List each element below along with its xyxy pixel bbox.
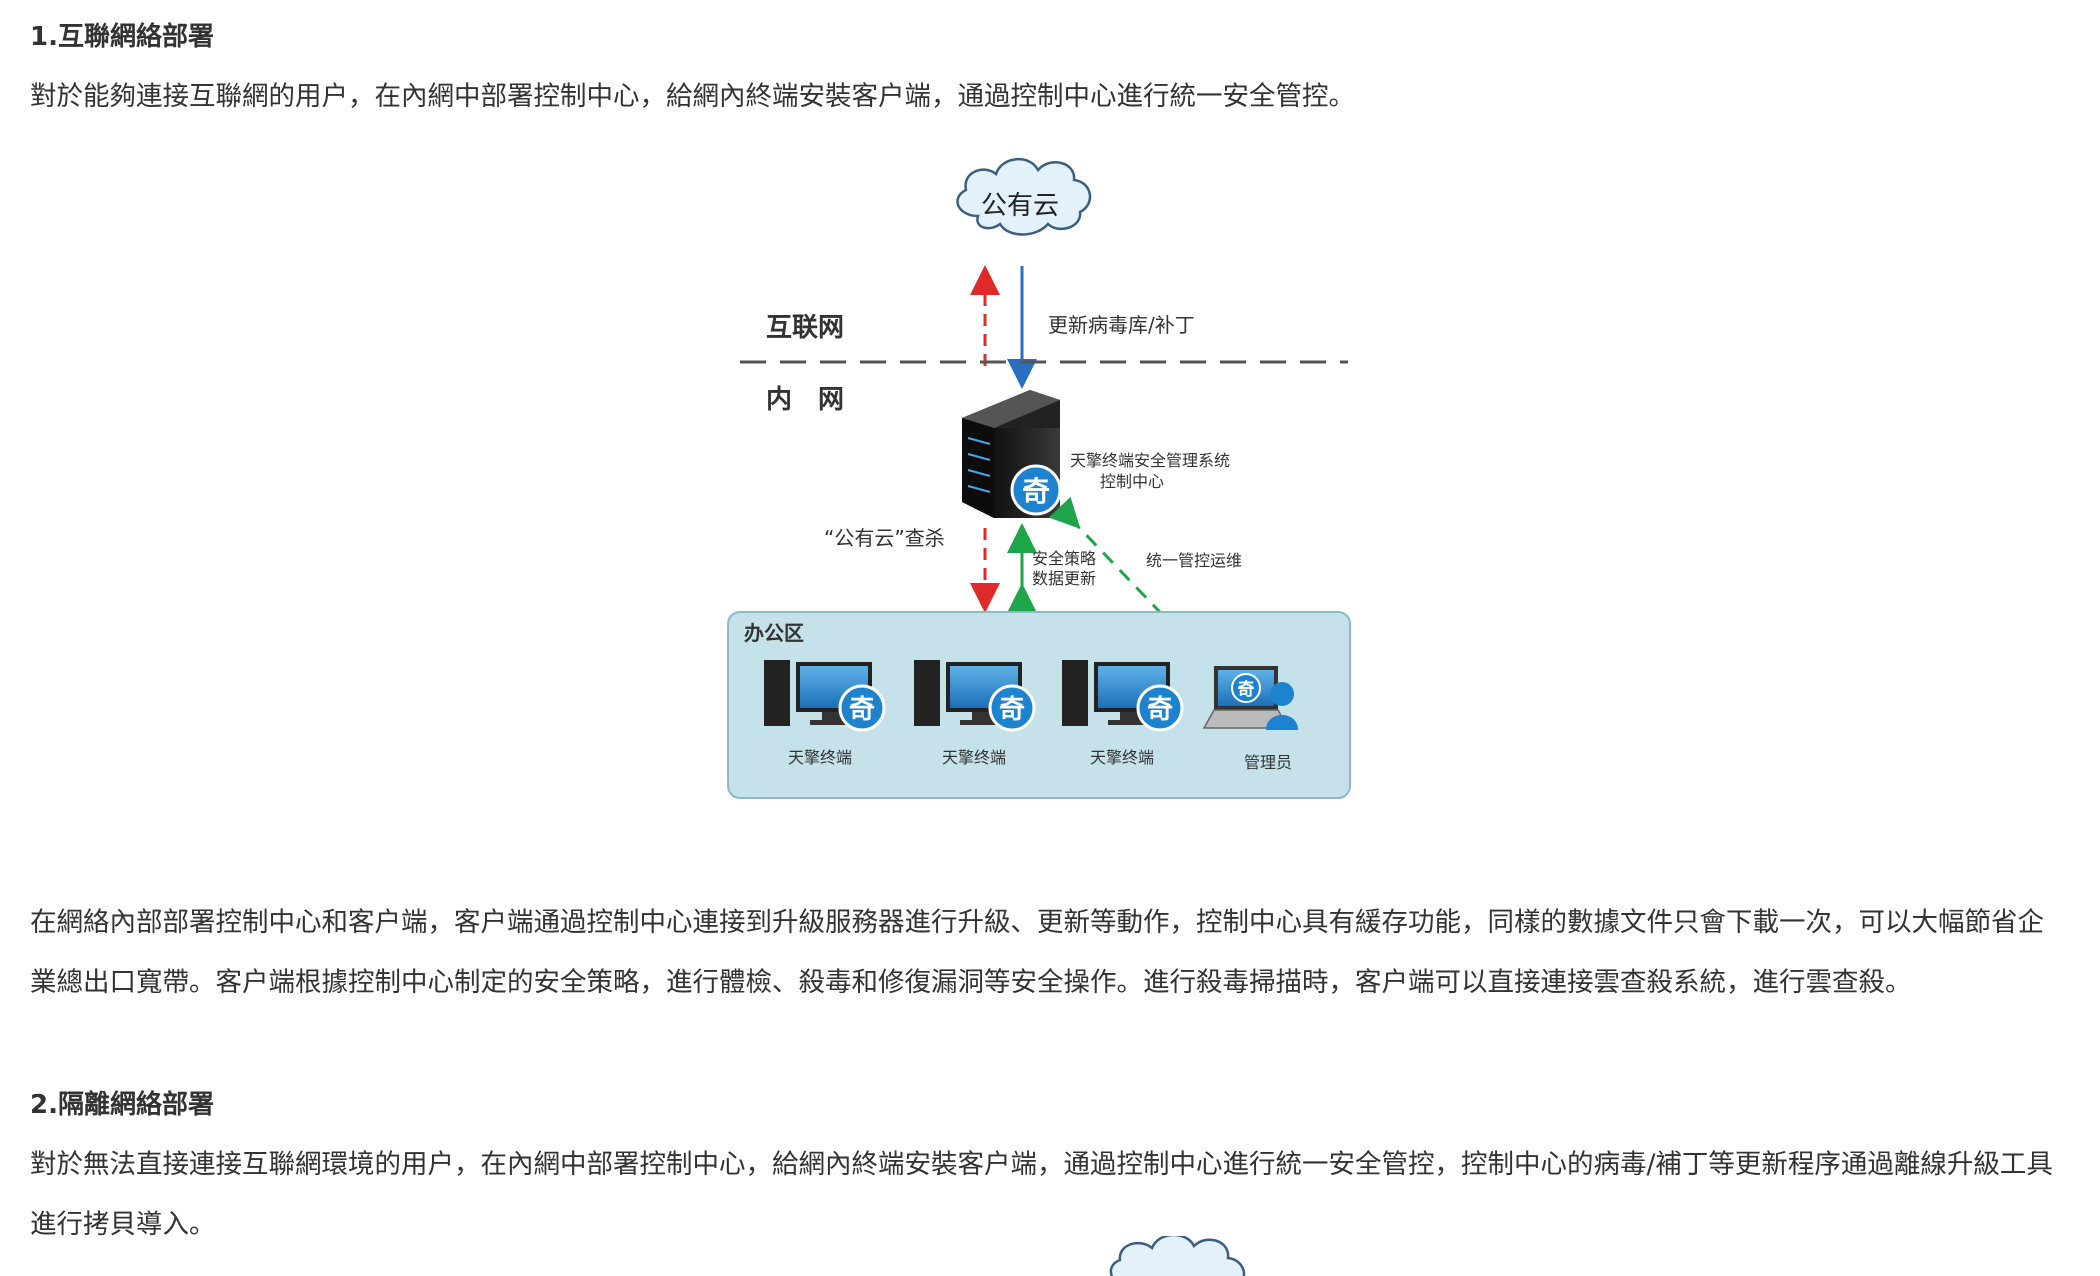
terminal-label: 天擎终端: [1090, 748, 1154, 767]
terminal-computer-icon: 奇: [1062, 660, 1184, 732]
svg-text:奇: 奇: [1022, 475, 1050, 508]
svg-text:奇: 奇: [1238, 679, 1255, 700]
cloud-icon: [1109, 1236, 1246, 1276]
server-label-line2: 控制中心: [1100, 472, 1164, 491]
internet-deployment-diagram: 公有云 互联网 更新病毒库/补丁 内 网 奇 天擎终端安全管理系统 控制中心 “…: [727, 157, 1351, 799]
office-area-label: 办公区: [744, 621, 804, 645]
ops-label: 统一管控运维: [1146, 551, 1242, 570]
terminal-label: 天擎终端: [942, 748, 1006, 767]
section1-intro: 對於能夠連接互聯網的用户，在內網中部署控制中心，給網內終端安裝客户端，通過控制中…: [30, 81, 1355, 112]
terminal-computer-icon: 奇: [764, 660, 886, 732]
cloud-label: 公有云: [981, 191, 1059, 221]
svg-text:奇: 奇: [999, 695, 1025, 725]
update-label: 更新病毒库/补丁: [1048, 313, 1195, 337]
section2-intro: 對於無法直接連接互聯網環境的用户，在內網中部署控制中心，給網內終端安裝客户端，通…: [30, 1149, 2053, 1240]
internet-label: 互联网: [766, 313, 844, 343]
section2-heading: 2.隔離網絡部署: [30, 1090, 214, 1120]
policy-label-line1: 安全策略: [1032, 549, 1096, 568]
terminal-computer-icon: 奇: [914, 660, 1036, 732]
control-center-server-icon: 奇: [962, 390, 1062, 518]
isolated-deployment-diagram: [1109, 1236, 1246, 1276]
svg-text:奇: 奇: [1147, 695, 1173, 725]
admin-laptop-icon: 奇: [1202, 666, 1298, 730]
terminal-label: 天擎终端: [788, 748, 852, 767]
cloud-scan-label: “公有云”查杀: [824, 526, 945, 550]
server-label-line1: 天擎终端安全管理系统: [1070, 451, 1230, 470]
section1-heading: 1.互聯網絡部署: [30, 22, 214, 52]
section1-body: 在網絡內部部署控制中心和客户端，客户端通過控制中心連接到升級服務器進行升級、更新…: [30, 907, 2044, 998]
intranet-label: 内 网: [766, 385, 844, 415]
svg-text:奇: 奇: [849, 695, 875, 725]
policy-label-line2: 数据更新: [1032, 569, 1096, 588]
admin-label: 管理员: [1244, 753, 1292, 772]
office-area-box: [727, 611, 1351, 799]
public-cloud-icon: 公有云: [956, 157, 1092, 236]
